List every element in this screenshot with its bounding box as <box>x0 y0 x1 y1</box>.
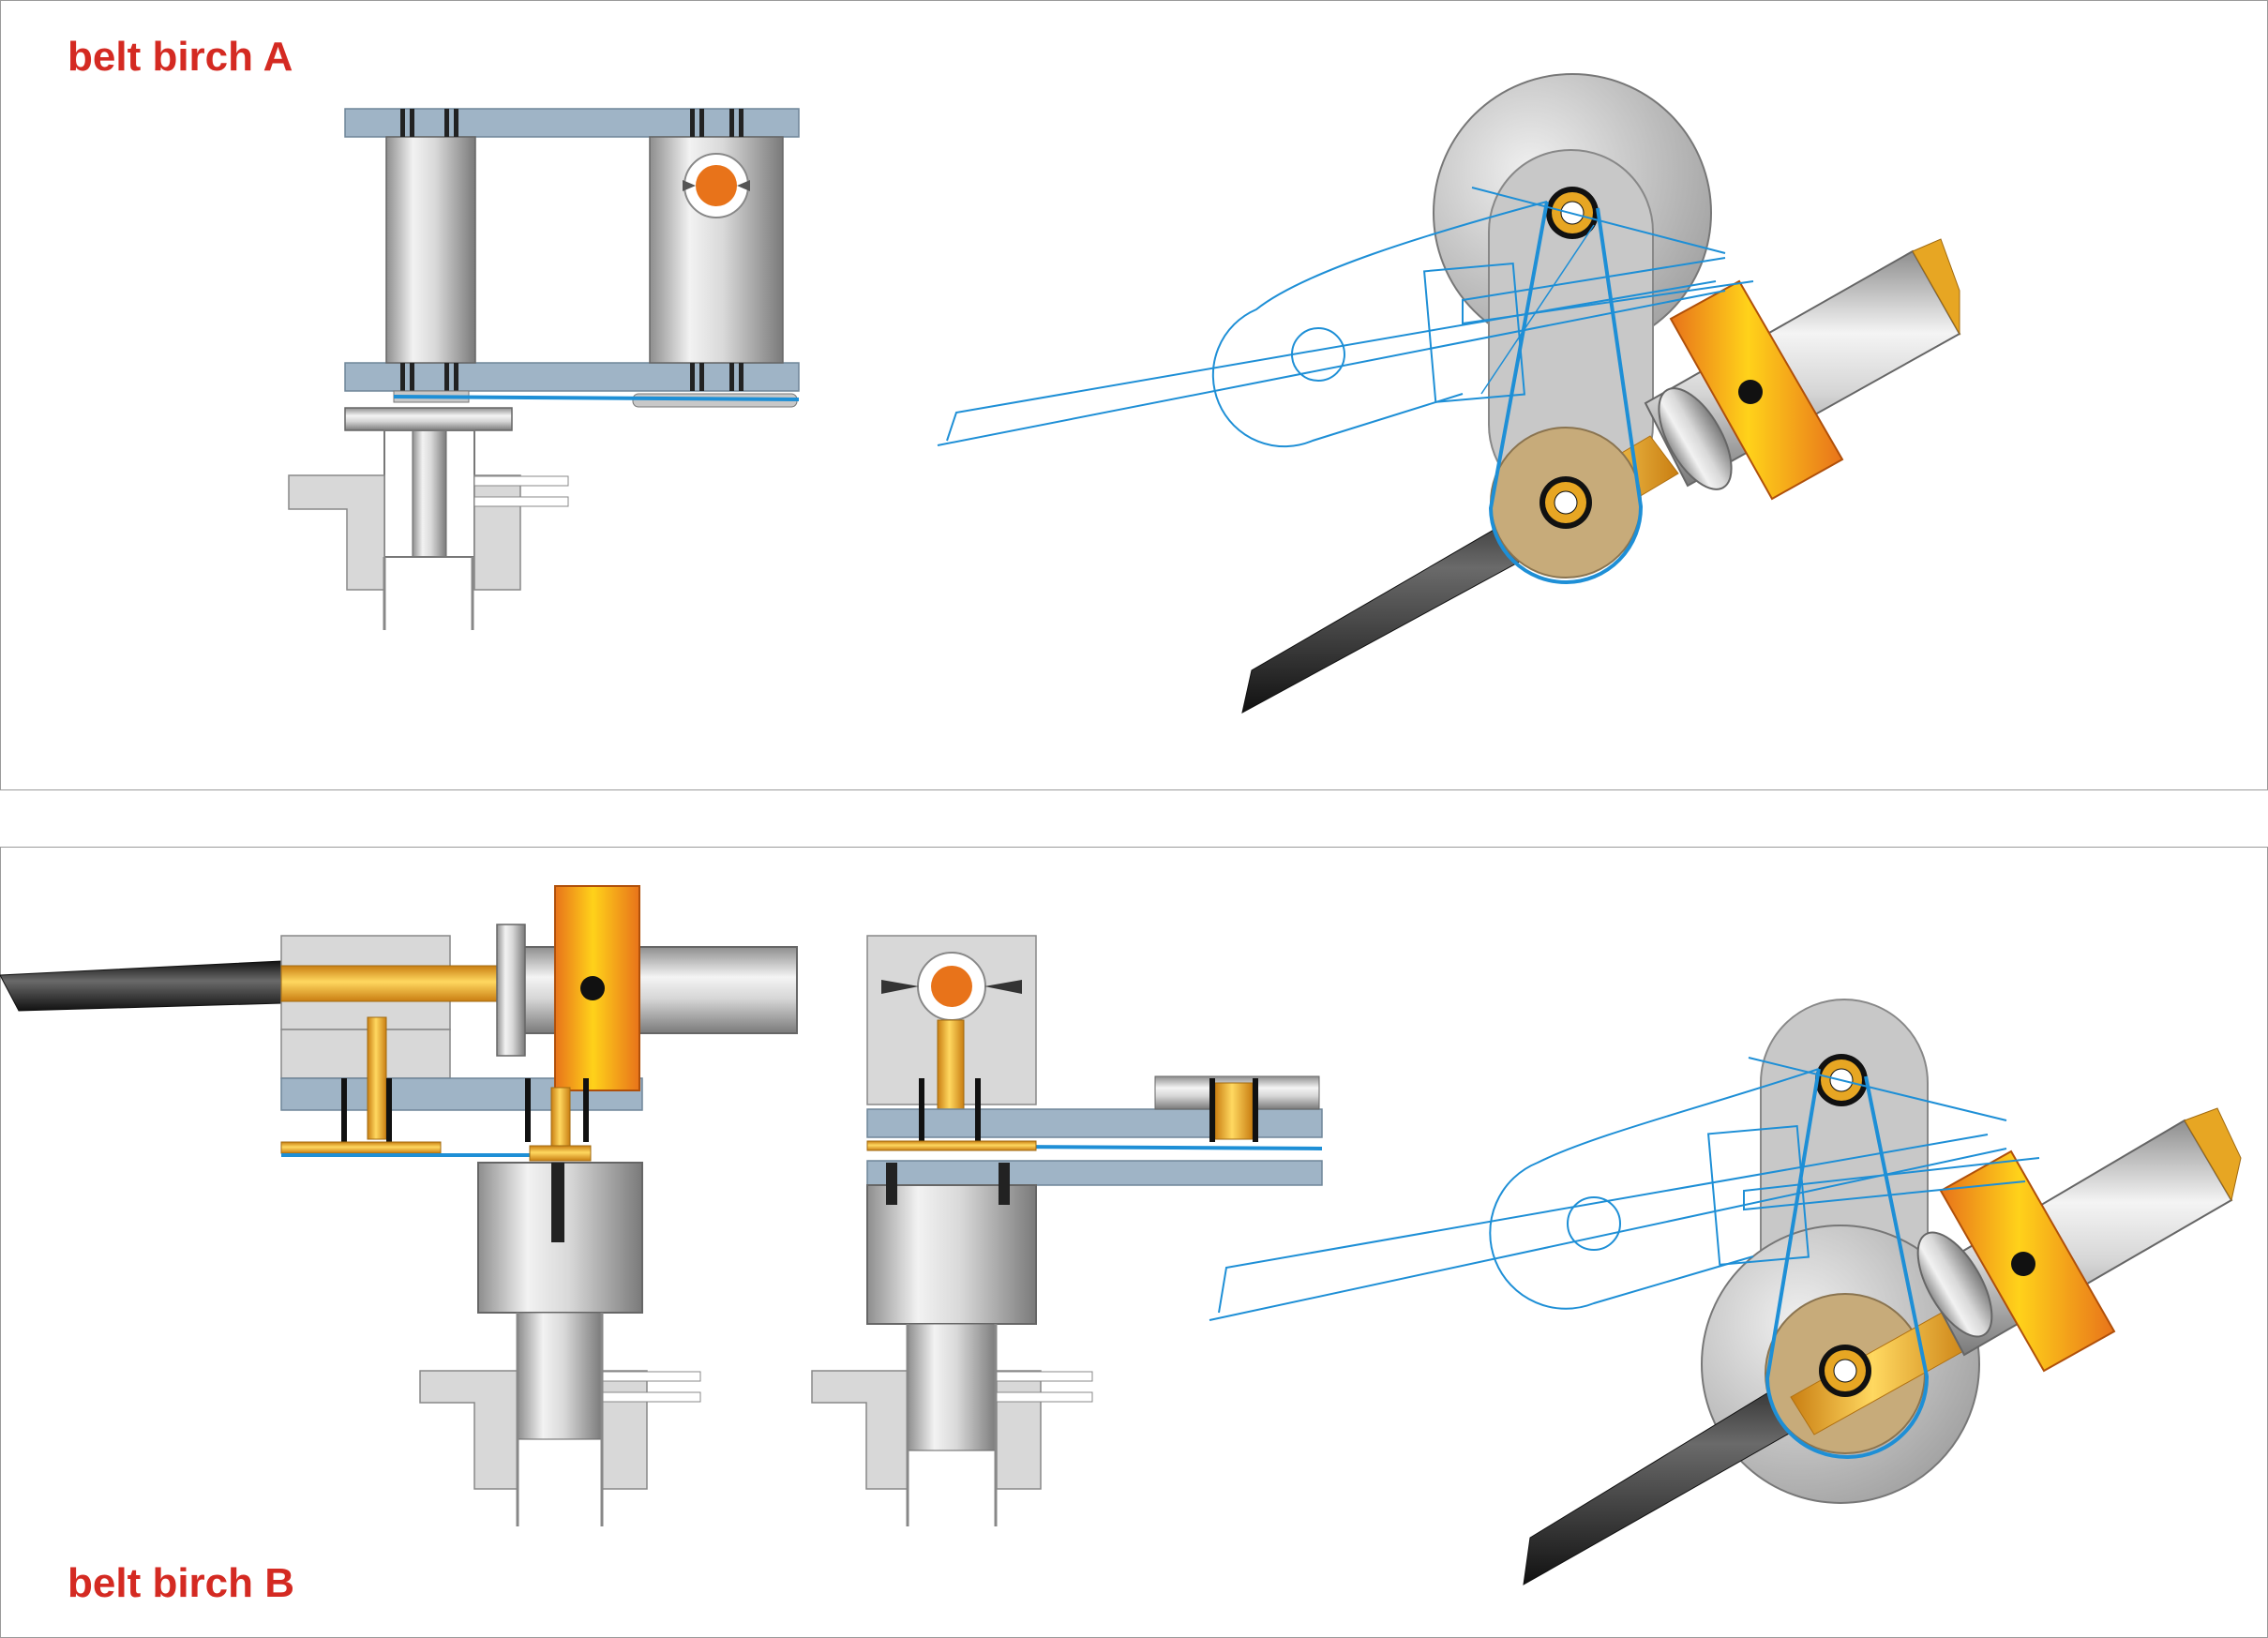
perspective-view-b <box>1209 999 2242 1585</box>
front-view-b2 <box>811 935 1323 1526</box>
diagram-title-a: belt birch A <box>68 34 293 80</box>
front-view-a <box>288 108 800 630</box>
perspective-view-a <box>937 73 1961 714</box>
diagram-title-b: belt birch B <box>68 1560 295 1606</box>
side-view-b1 <box>0 885 798 1526</box>
